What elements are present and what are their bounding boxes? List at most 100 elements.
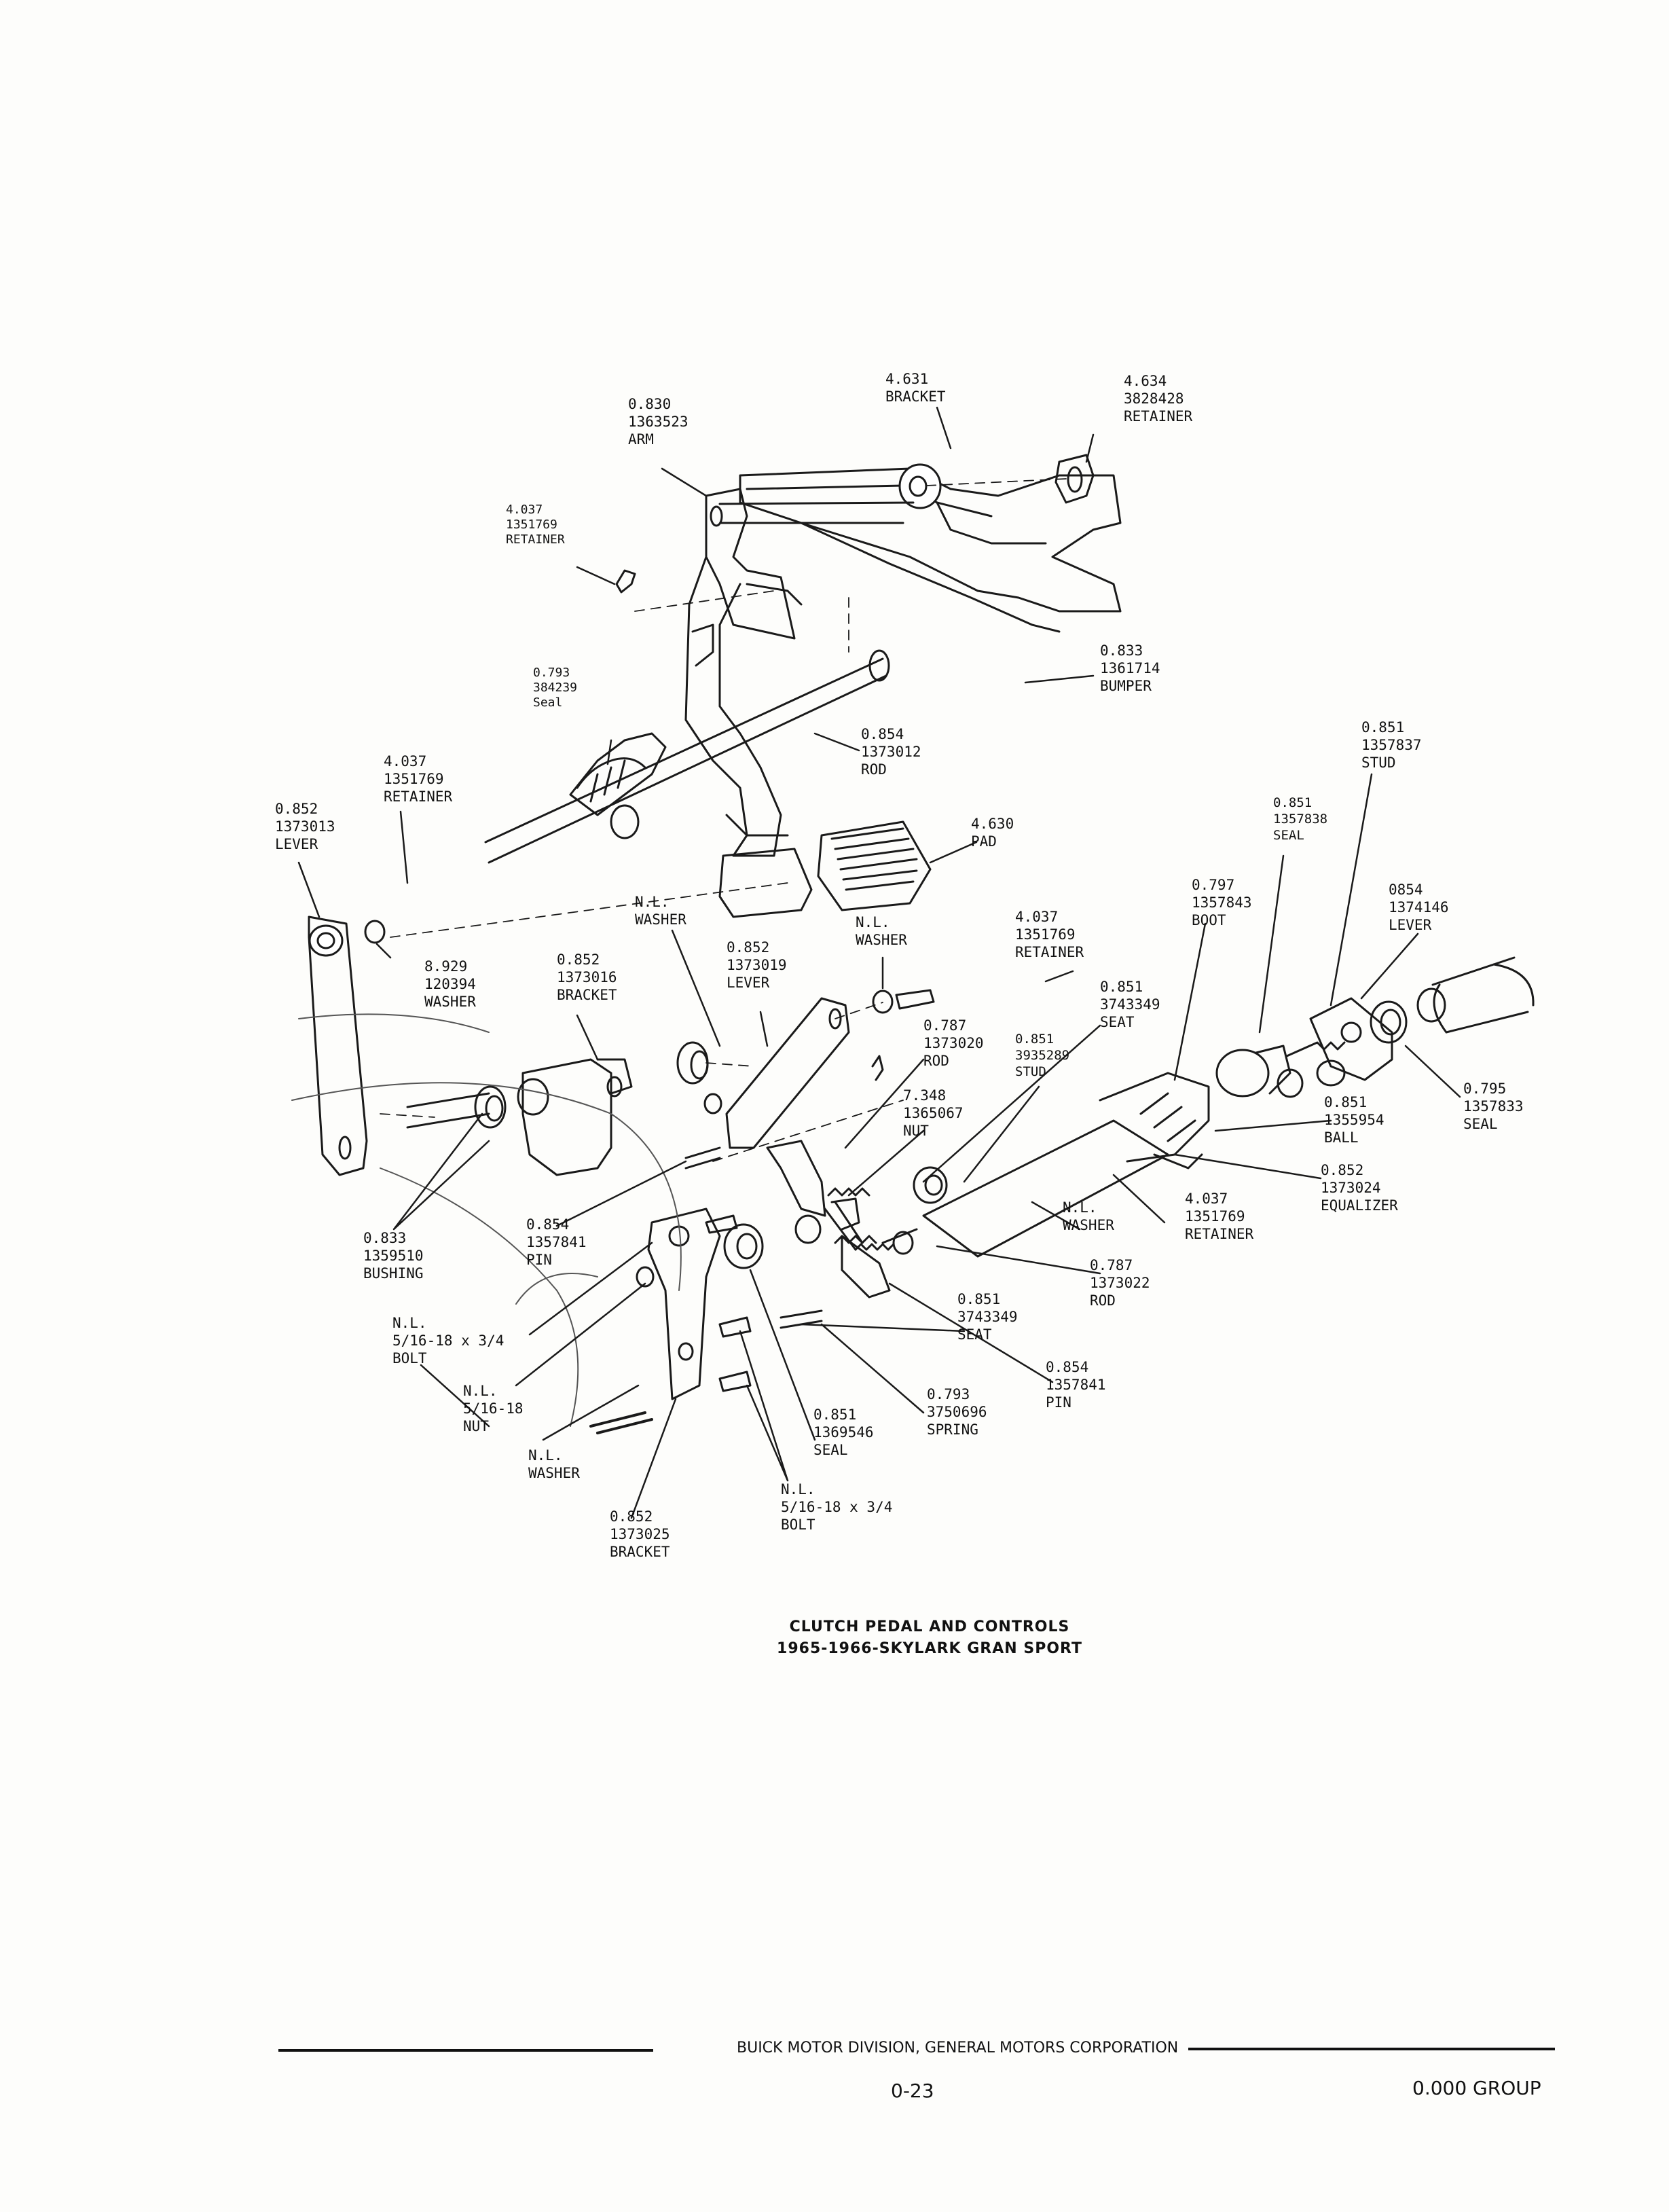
- label-washer-8929: 8.929 120394 WASHER: [424, 958, 476, 1011]
- lower-nut: [636, 1266, 655, 1288]
- label-line: LEVER: [275, 836, 318, 852]
- label-line: 0.854: [526, 1216, 570, 1233]
- label-line: BUMPER: [1100, 678, 1152, 694]
- label-spring-0793: 0.793 3750696 SPRING: [927, 1385, 987, 1438]
- label-line: 0.830: [628, 396, 672, 412]
- label-line: 3828428: [1124, 391, 1184, 407]
- label-rod-0787-a: 0.787 1373020 ROD: [923, 1017, 984, 1070]
- alignment-lines: [380, 478, 1067, 1162]
- label-line: 4.037: [1185, 1191, 1228, 1207]
- retainer-clip-small: [615, 569, 636, 594]
- label-boot-0797: 0.797 1357843 BOOT: [1192, 876, 1252, 929]
- label-washer-nl-a: N.L. WASHER: [635, 893, 686, 928]
- label-line: WASHER: [1063, 1217, 1114, 1233]
- label-line: BALL: [1324, 1129, 1359, 1146]
- label-rod-0854: 0.854 1373012 ROD: [861, 725, 921, 778]
- label-line: 1373024: [1321, 1180, 1381, 1196]
- left-pin: [684, 1146, 721, 1170]
- label-line: PAD: [971, 833, 997, 850]
- label-bolt-nl-a: N.L. 5/16-18 x 3/4 BOLT: [392, 1314, 504, 1367]
- label-line: 0.833: [1100, 642, 1143, 659]
- label-pad-4630: 4.630 PAD: [971, 815, 1014, 850]
- label-line: WASHER: [635, 911, 686, 928]
- diagram-caption: CLUTCH PEDAL AND CONTROLS 1965-1966-SKYL…: [699, 1616, 1160, 1660]
- label-lever-0852-b: 0.852 1373019 LEVER: [727, 939, 787, 992]
- label-line: 1351769: [1015, 926, 1076, 943]
- label-line: BOLT: [392, 1350, 427, 1366]
- lower-spring: [834, 1235, 877, 1244]
- label-line: BOLT: [781, 1517, 815, 1533]
- equalizer-part: [922, 1072, 1210, 1258]
- footer-division: BUICK MOTOR DIVISION, GENERAL MOTORS COR…: [737, 2039, 1179, 2056]
- right-lever-part: [1309, 997, 1393, 1081]
- footer-page-number: 0-23: [891, 2080, 934, 2102]
- label-line: N.L.: [528, 1447, 563, 1464]
- label-line: 5/16-18 x 3/4: [392, 1332, 505, 1349]
- label-line: ARM: [628, 431, 654, 448]
- stud-top-right: [1285, 1041, 1346, 1057]
- label-line: 7.348: [903, 1087, 947, 1104]
- label-line: 0.833: [363, 1230, 407, 1246]
- label-line: BUSHING: [363, 1265, 424, 1282]
- label-line: 1351769: [506, 518, 557, 532]
- label-lever-0854: 0854 1374146 LEVER: [1389, 881, 1449, 934]
- label-retainer-4037-a: 4.037 1351769 RETAINER: [506, 503, 565, 547]
- label-line: 0.797: [1192, 877, 1235, 893]
- label-washer-nl-d: N.L. WASHER: [528, 1447, 580, 1482]
- label-line: 1373022: [1090, 1275, 1150, 1291]
- bushing-part: [406, 1085, 507, 1129]
- background-arc-4: [298, 1013, 490, 1033]
- label-line: 0.851: [1361, 719, 1405, 736]
- label-line: 4.037: [1015, 909, 1059, 925]
- label-line: BOOT: [1192, 912, 1226, 928]
- label-stud-0851-b: 0.851 3935289 STUD: [1015, 1031, 1069, 1080]
- arm-part: [705, 488, 803, 640]
- retainer-clip-part: [1054, 454, 1095, 504]
- label-line: 1361714: [1100, 660, 1160, 676]
- label-line: SEAL: [1273, 828, 1304, 843]
- label-line: PIN: [526, 1252, 552, 1268]
- label-line: 4.631: [885, 371, 929, 387]
- label-line: 4.634: [1124, 373, 1167, 389]
- label-line: RETAINER: [506, 532, 565, 547]
- label-line: ROD: [923, 1053, 949, 1069]
- label-line: BRACKET: [610, 1544, 670, 1560]
- label-line: 0.787: [1090, 1257, 1133, 1273]
- long-rod: [484, 649, 890, 864]
- boot-ball-part: [1215, 1045, 1346, 1098]
- label-bracket-0852-a: 0.852 1373016 BRACKET: [557, 951, 617, 1004]
- washer-inner: [690, 1050, 709, 1080]
- label-line: 0.851: [1273, 795, 1313, 810]
- label-bolt-nl-b: N.L. 5/16-18 x 3/4 BOLT: [781, 1481, 892, 1534]
- label-retainer-4634: 4.634 3828428 RETAINER: [1124, 372, 1192, 425]
- label-line: 1357841: [1046, 1377, 1106, 1393]
- label-line: 0.852: [557, 951, 600, 968]
- footer-rule-right: [1188, 2048, 1555, 2050]
- label-line: 0.851: [1015, 1032, 1054, 1047]
- washer-bolt-top: [872, 990, 894, 1014]
- label-line: NUT: [903, 1123, 929, 1139]
- label-line: 1359510: [363, 1248, 424, 1264]
- label-line: 8.929: [424, 958, 468, 975]
- label-nut-7348: 7.348 1365067 NUT: [903, 1087, 964, 1140]
- leader-lines: [297, 406, 1461, 1519]
- seal-assembly: [569, 732, 667, 839]
- label-bracket-4631: 4.631 BRACKET: [885, 370, 946, 405]
- label-ball-0851: 0.851 1355954 BALL: [1324, 1093, 1384, 1146]
- label-line: LEVER: [727, 975, 770, 991]
- label-line: 0854: [1389, 882, 1423, 898]
- label-line: 1373019: [727, 957, 787, 973]
- label-line: 1357843: [1192, 894, 1252, 911]
- label-line: 1369546: [813, 1424, 874, 1440]
- label-line: SEAL: [813, 1442, 848, 1458]
- label-line: 1373016: [557, 969, 617, 985]
- label-seal-0793: 0.793 384239 Seal: [533, 666, 577, 710]
- label-line: 1374146: [1389, 899, 1449, 915]
- right-tube-end: [1492, 963, 1535, 1007]
- footer-group: 0.000 GROUP: [1412, 2077, 1541, 2099]
- background-arc-3: [515, 1273, 598, 1305]
- label-line: STUD: [1015, 1064, 1046, 1079]
- label-line: 3743349: [957, 1309, 1018, 1325]
- label-line: 1373013: [275, 818, 335, 835]
